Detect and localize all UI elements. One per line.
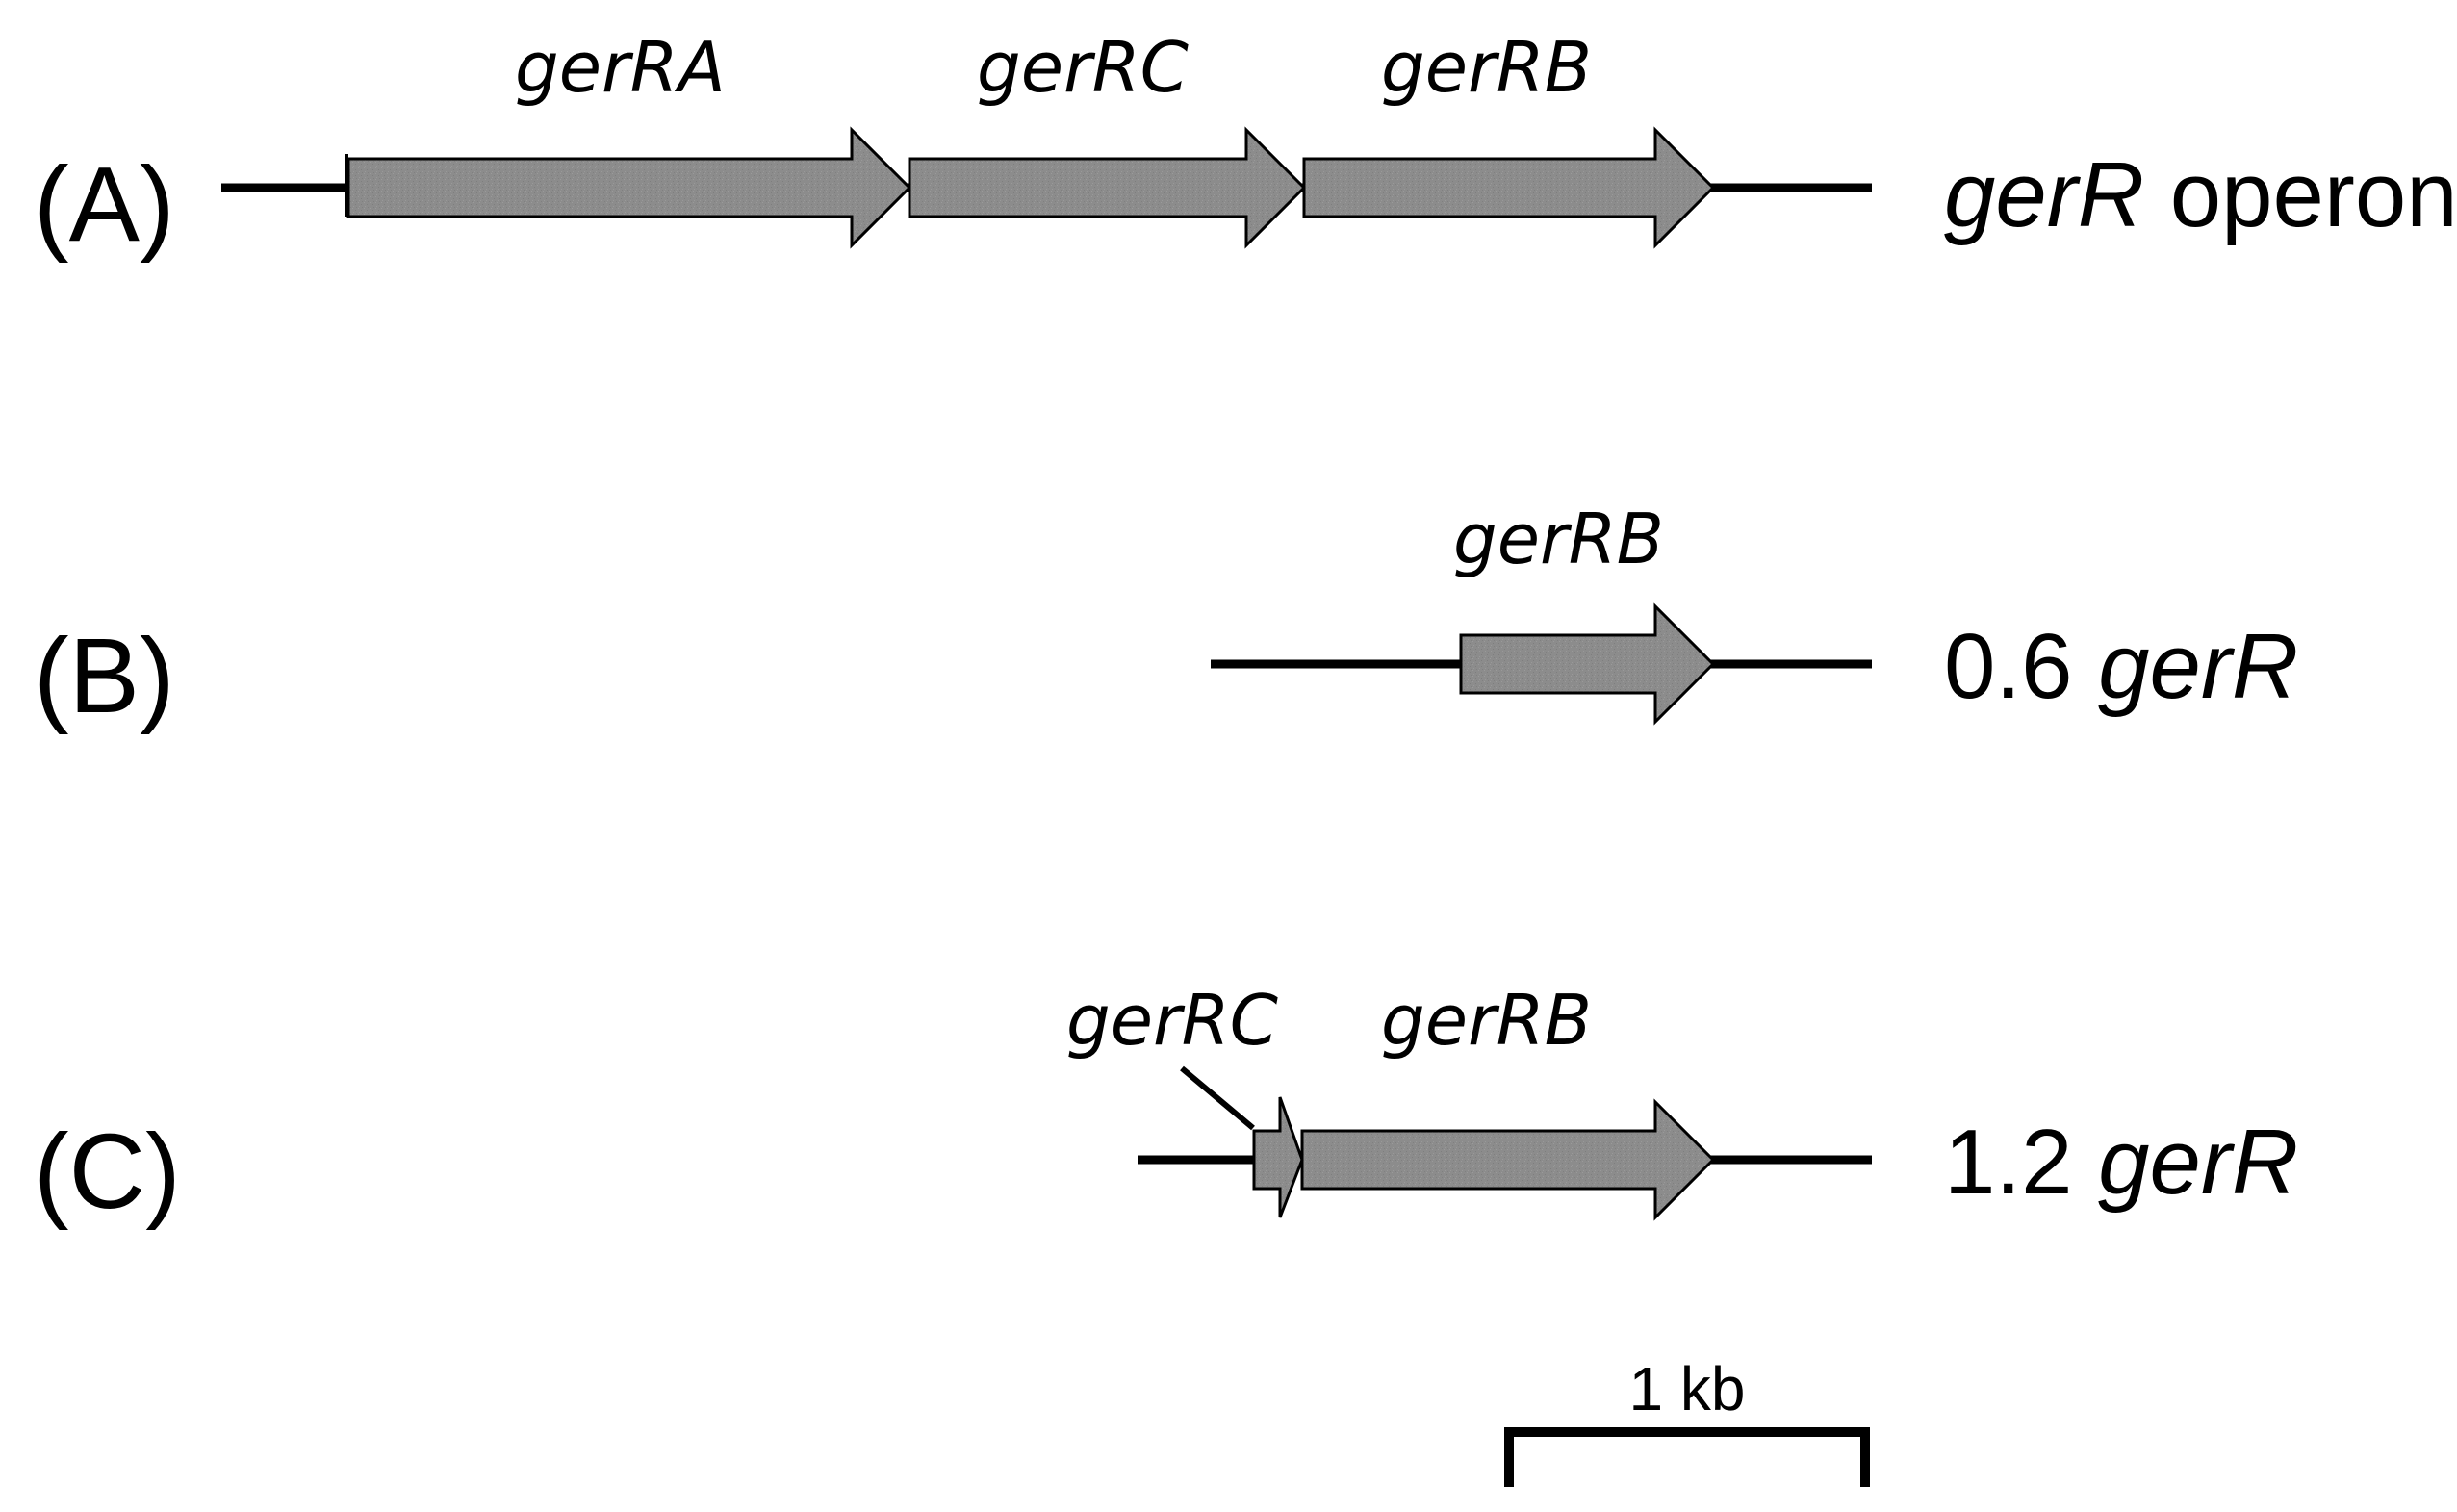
scale-bar-line (1504, 1427, 1870, 1487)
construct-a-gene: gerR (1944, 143, 2144, 246)
construct-a-suffix: operon (2144, 143, 2457, 246)
gene-arrow-gerrc-c (1252, 1096, 1304, 1218)
construct-b-prefix: 0.6 (1944, 615, 2098, 718)
gene-arrow-gerrb-a (1302, 126, 1716, 249)
gene-label-gerrb-b: gerRB (1453, 499, 1664, 579)
construct-b-gene: gerR (2098, 615, 2298, 718)
construct-c-prefix: 1.2 (1944, 1111, 2098, 1214)
panel-c: (C) gerRC gerRB 1.2 gerR (34, 980, 2298, 1231)
gene-label-gerra: gerRA (515, 27, 726, 108)
construct-label-a: gerR operon (1944, 143, 2457, 246)
construct-c-gene: gerR (2098, 1111, 2298, 1214)
gene-label-gerrc-a: gerRC (977, 27, 1190, 108)
panel-b: (B) gerRB 0.6 gerR (34, 499, 2298, 735)
gene-arrow-gerrb-c (1300, 1098, 1716, 1221)
gerrc-leader-line (1180, 1065, 1255, 1131)
gene-arrow-gerrb-b (1459, 602, 1716, 726)
panel-c-label: (C) (34, 1113, 181, 1231)
construct-label-c: 1.2 gerR (1944, 1111, 2298, 1214)
construct-label-b: 0.6 gerR (1944, 615, 2298, 718)
gene-arrow-gerrc-a (908, 126, 1307, 249)
gene-label-gerrc-c: gerRC (1066, 980, 1279, 1061)
panel-a: (A) gerRA gerRC gerRB gerR operon (34, 27, 2457, 264)
panel-b-label: (B) (34, 617, 175, 735)
gene-label-gerrb-a: gerRB (1381, 27, 1592, 108)
gene-arrow-gerra (346, 126, 912, 249)
scale-bar: 1 kb (1504, 1354, 1870, 1487)
gene-label-gerrb-c: gerRB (1381, 980, 1592, 1061)
scale-bar-label: 1 kb (1629, 1354, 1746, 1423)
panel-a-label: (A) (34, 145, 175, 264)
